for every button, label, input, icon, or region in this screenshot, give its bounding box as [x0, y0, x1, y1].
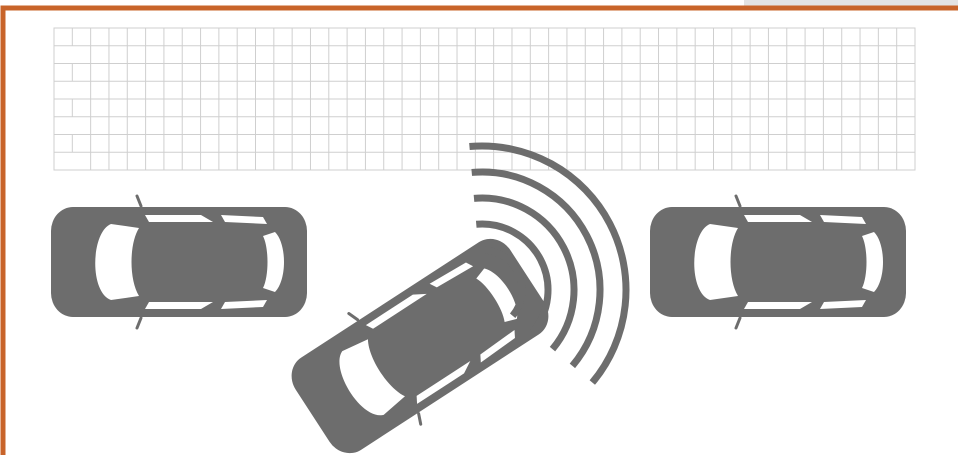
- parked-car-left: [51, 196, 307, 328]
- cars-layer: [51, 196, 906, 455]
- car-silhouette-icon: [51, 196, 307, 328]
- car-silhouette-icon: [277, 221, 564, 455]
- parked-car-right: [650, 196, 906, 328]
- maneuvering-car: [277, 221, 564, 455]
- car-silhouette-icon: [650, 196, 906, 328]
